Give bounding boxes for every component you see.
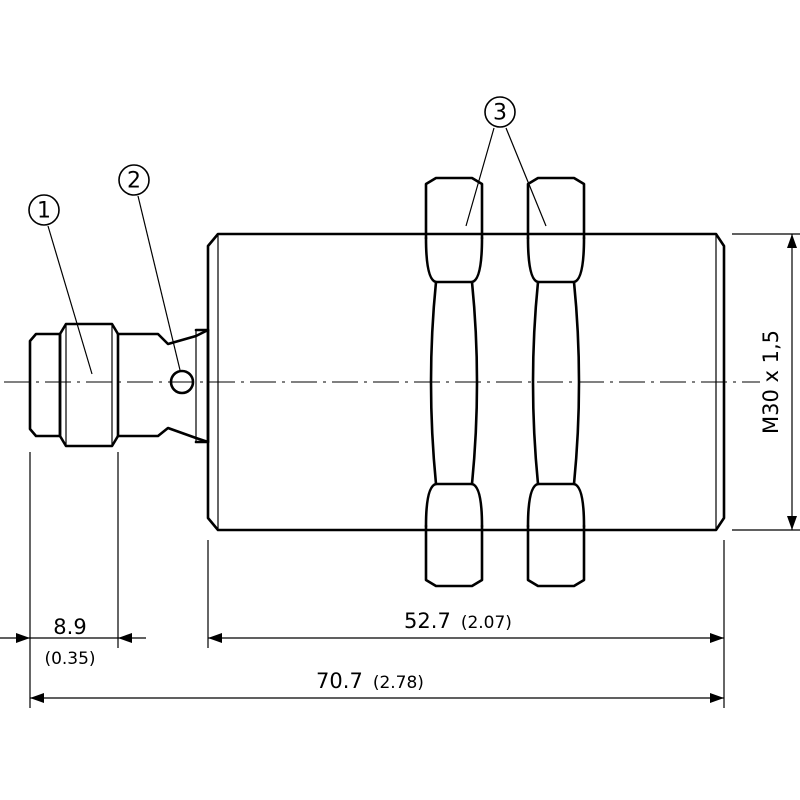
callout-2-label: 2 <box>127 169 141 194</box>
dimension-total-length: 70.7 (2.78) <box>30 669 724 703</box>
dimension-total-label: 70.7 (2.78) <box>316 669 424 693</box>
callout-1: 1 <box>28 194 60 226</box>
dimension-connector-inch: (0.35) <box>44 649 95 669</box>
thread-spec-label: M30 x 1,5 <box>759 330 783 434</box>
extension-lines <box>29 233 800 708</box>
dimension-connector-length: 8.9 (0.35) <box>0 615 146 669</box>
dimension-thread-spec: M30 x 1,5 <box>759 234 797 530</box>
dimension-thread-label: 52.7 (2.07) <box>404 609 512 633</box>
dimension-connector-value: 8.9 <box>53 615 86 639</box>
callout-2: 2 <box>118 164 150 196</box>
callout-leaders <box>47 127 547 375</box>
callout-1-label: 1 <box>37 199 51 224</box>
callout-3: 3 <box>484 96 516 128</box>
connector <box>28 322 210 448</box>
dimension-thread-length: 52.7 (2.07) <box>208 609 724 643</box>
dimension-total-inch: (2.78) <box>373 673 424 693</box>
callout-3-label: 3 <box>493 101 507 126</box>
dimension-thread-inch: (2.07) <box>461 613 512 633</box>
dimension-total-value: 70.7 <box>316 669 363 693</box>
dimension-thread-value: 52.7 <box>404 609 451 633</box>
